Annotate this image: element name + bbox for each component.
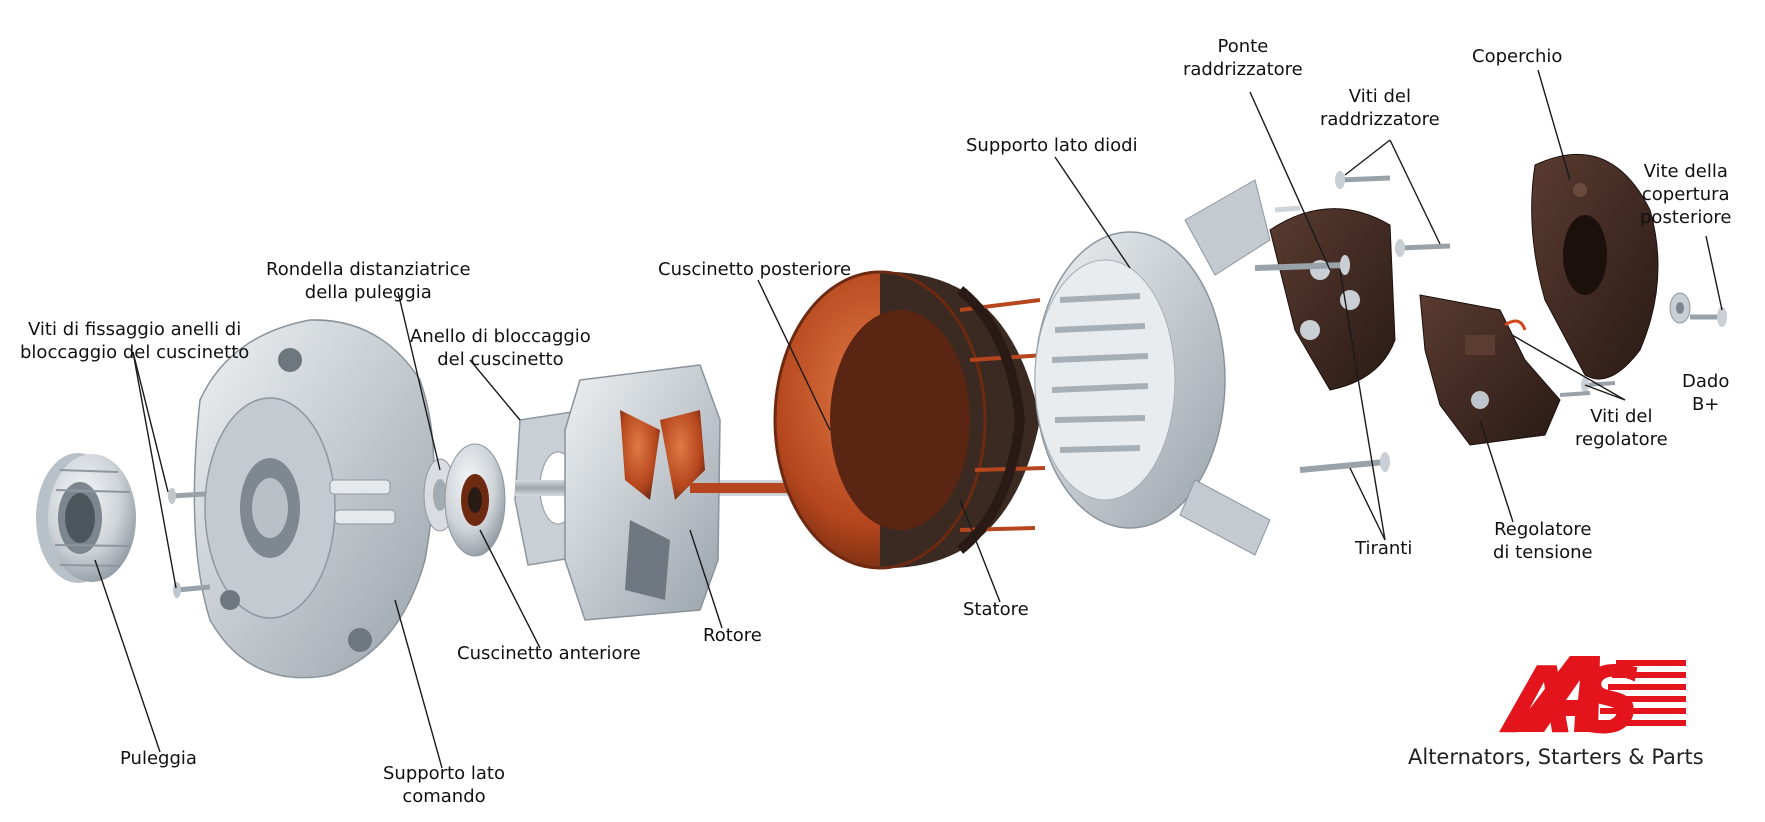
- diode-end-bracket-part: [1034, 179, 1271, 556]
- bearing-ring-screws-part: [168, 488, 211, 598]
- label-ponte-raddrizzatore-line: Ponte: [1217, 36, 1269, 57]
- label-puleggia-line: Puleggia: [120, 748, 197, 769]
- rear-cover-screw-part: [1690, 307, 1727, 327]
- label-regolatore-tensione-line: Regolatore: [1494, 519, 1592, 540]
- label-tiranti-line: Tiranti: [1355, 538, 1413, 559]
- label-viti-fissaggio-line: Viti di fissaggio anelli di: [28, 319, 242, 340]
- label-regolatore-tensione-line: di tensione: [1493, 542, 1593, 563]
- label-coperchio-line: Coperchio: [1472, 46, 1563, 67]
- b-plus-nut-part: [1669, 292, 1691, 324]
- label-puleggia: Puleggia: [120, 747, 197, 770]
- label-cuscinetto-posteriore-line: Cuscinetto posteriore: [658, 259, 852, 280]
- label-ponte-raddrizzatore-line: raddrizzatore: [1183, 59, 1303, 80]
- label-vite-copertura-line: Vite della: [1643, 161, 1728, 182]
- label-vite-copertura-line: copertura: [1641, 184, 1730, 205]
- label-statore: Statore: [963, 598, 1029, 621]
- regulator-screws-part: [1559, 377, 1616, 397]
- label-cuscinetto-posteriore: Cuscinetto posteriore: [658, 258, 851, 281]
- label-rondella-line: della puleggia: [304, 282, 432, 303]
- label-cuscinetto-anteriore-line: Cuscinetto anteriore: [457, 643, 641, 664]
- label-supporto-comando-line: comando: [402, 786, 486, 807]
- label-cuscinetto-anteriore: Cuscinetto anteriore: [457, 642, 641, 665]
- label-supporto-comando-line: Supporto lato: [383, 763, 505, 784]
- rear-cover-part: [1531, 153, 1659, 380]
- drive-end-bracket-part: [193, 319, 435, 679]
- rotor-part: [515, 364, 815, 621]
- front-bearing-part: [444, 443, 506, 557]
- tie-rods-part: [1254, 255, 1390, 473]
- as-logo: AS: [1499, 647, 1686, 754]
- rectifier-bridge-part: [1269, 205, 1396, 391]
- label-dado-b-plus-line: Dado: [1682, 371, 1730, 392]
- label-statore-line: Statore: [963, 599, 1029, 620]
- label-supporto-diodi-line: Supporto lato diodi: [966, 135, 1138, 156]
- leader-lines: [94, 69, 1723, 769]
- label-supporto-diodi: Supporto lato diodi: [966, 134, 1138, 157]
- stator-part: [773, 270, 1046, 570]
- logo-tagline: Alternators, Starters & Parts: [1408, 745, 1704, 769]
- label-dado-b-plus-line: B+: [1691, 394, 1720, 415]
- label-viti-raddrizzatore-line: raddrizzatore: [1320, 109, 1440, 130]
- label-anello-bloccaggio-line: del cuscinetto: [437, 349, 564, 370]
- voltage-regulator-part: [1419, 294, 1561, 446]
- label-viti-regolatore-line: Viti del: [1590, 406, 1653, 427]
- label-viti-raddrizzatore-line: Viti del: [1348, 86, 1411, 107]
- label-viti-fissaggio-line: bloccaggio del cuscinetto: [20, 342, 250, 363]
- label-rondella-line: Rondella distanziatrice: [266, 259, 471, 280]
- pulley-part: [36, 453, 136, 583]
- label-rotore-line: Rotore: [703, 625, 762, 646]
- label-rotore: Rotore: [703, 624, 762, 647]
- rectifier-screws-part: [1335, 171, 1451, 257]
- label-vite-copertura-line: posteriore: [1640, 207, 1732, 228]
- label-tiranti: Tiranti: [1355, 537, 1412, 560]
- label-anello-bloccaggio-line: Anello di bloccaggio: [410, 326, 591, 347]
- label-coperchio: Coperchio: [1472, 45, 1562, 68]
- label-viti-regolatore-line: regolatore: [1575, 429, 1668, 450]
